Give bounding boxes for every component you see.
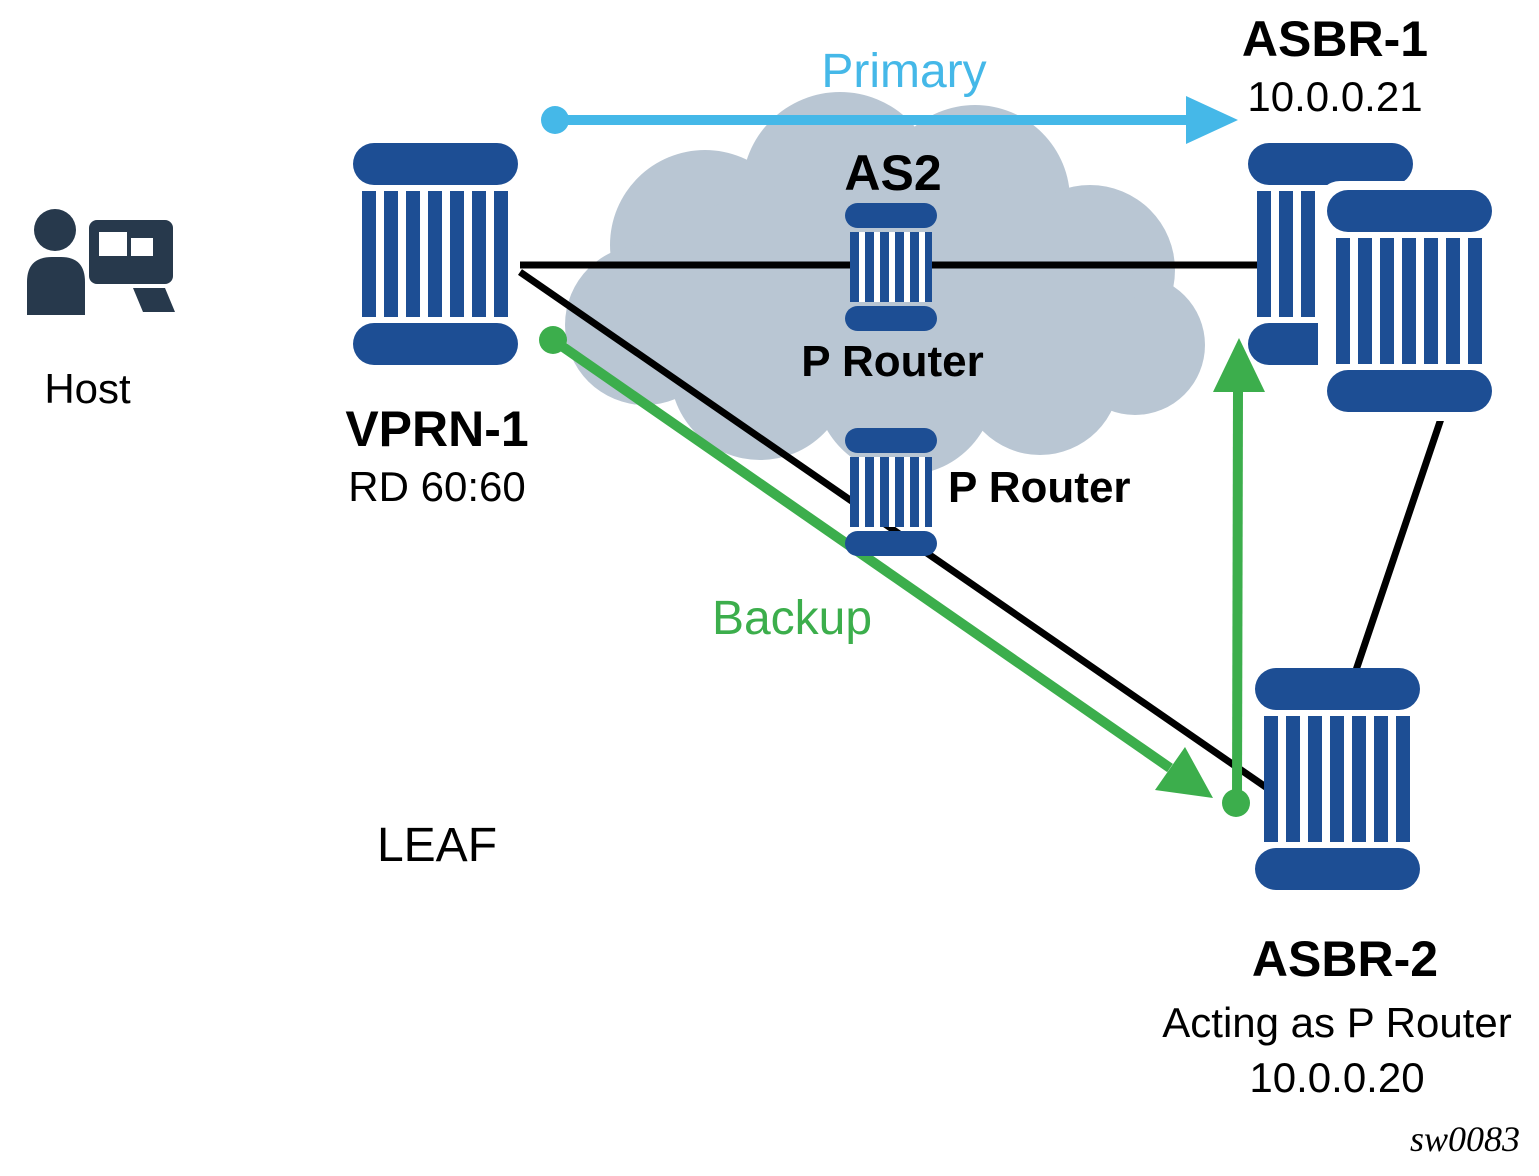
p-router-top-icon xyxy=(845,203,937,331)
asbr2-router-icon xyxy=(1255,668,1420,890)
asbr2-role-label: Acting as P Router xyxy=(1162,999,1512,1046)
vprn1-label: VPRN-1 xyxy=(345,401,529,457)
host-label: Host xyxy=(44,365,131,412)
asbr2-arrow-start-dot xyxy=(1222,789,1250,817)
primary-path-label: Primary xyxy=(821,45,987,98)
as2-label: AS2 xyxy=(844,145,942,201)
asbr1-label: ASBR-1 xyxy=(1241,11,1429,67)
asbr2-arrowhead-up xyxy=(1213,338,1265,392)
figure-id-label: sw0083 xyxy=(1409,1119,1520,1159)
host-icon xyxy=(15,200,175,335)
backup-path-label: Backup xyxy=(711,592,873,645)
asbr2-label: ASBR-2 xyxy=(1251,931,1439,987)
primary-arrow-start-dot xyxy=(541,106,569,134)
p-router-top-label: P Router xyxy=(801,337,984,386)
backup-arrowhead xyxy=(1155,747,1213,798)
p-router-bottom-label: P Router xyxy=(948,463,1131,512)
primary-path-arrow xyxy=(541,96,1238,144)
asbr1-router-front-icon xyxy=(1327,190,1492,412)
asbr1-ip-label: 10.0.0.21 xyxy=(1247,73,1423,120)
primary-arrowhead xyxy=(1186,96,1238,144)
asbr2-ip-label: 10.0.0.20 xyxy=(1249,1054,1425,1101)
backup-arrow-start-dot xyxy=(539,326,567,354)
p-router-bottom-icon xyxy=(845,428,937,556)
asbr2-to-asbr1-arrow xyxy=(1213,338,1265,817)
leaf-label: LEAF xyxy=(376,819,498,872)
vprn1-rd-label: RD 60:60 xyxy=(348,463,526,510)
vprn1-router-icon xyxy=(353,143,518,365)
link-asbr1-asbr2 xyxy=(1348,396,1452,684)
